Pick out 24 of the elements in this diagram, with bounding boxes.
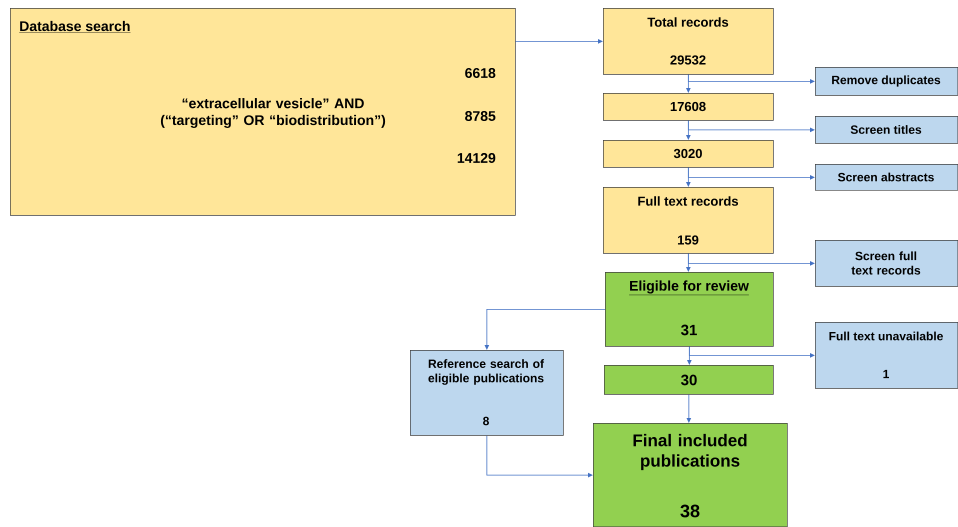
- box-text: “extracellular vesicle” AND (“targeting” OR “biodistribution”): [160, 98, 386, 128]
- box-text: Remove duplicates: [832, 75, 940, 87]
- box-heading: Final included publications: [634, 434, 746, 470]
- box-text: Screen titles: [850, 125, 922, 134]
- box-text: 17608: [670, 102, 706, 112]
- box-text: 29532: [670, 55, 706, 65]
- box-heading: Full text unavailable: [829, 332, 943, 340]
- box-heading: Full text records: [638, 196, 738, 206]
- box-text: 6618: [465, 68, 496, 78]
- box-text: 14129: [458, 153, 496, 163]
- box-text: 38: [680, 504, 700, 518]
- box-text: 31: [681, 324, 697, 336]
- box-text: 1: [883, 370, 889, 378]
- box-text: Screen abstracts: [838, 172, 934, 182]
- box-text: 30: [681, 374, 697, 386]
- box-heading: Database search: [19, 20, 131, 33]
- box-heading: Reference search of eligible publications: [428, 359, 544, 385]
- box-text: Screen full text records: [851, 251, 920, 275]
- box-text: 8: [483, 416, 489, 426]
- box-text: 3020: [674, 148, 702, 158]
- box-text: 8785: [465, 111, 496, 121]
- box-heading: Total records: [647, 17, 728, 27]
- box-text: 159: [678, 235, 698, 245]
- box-heading: Eligible for review: [628, 280, 750, 296]
